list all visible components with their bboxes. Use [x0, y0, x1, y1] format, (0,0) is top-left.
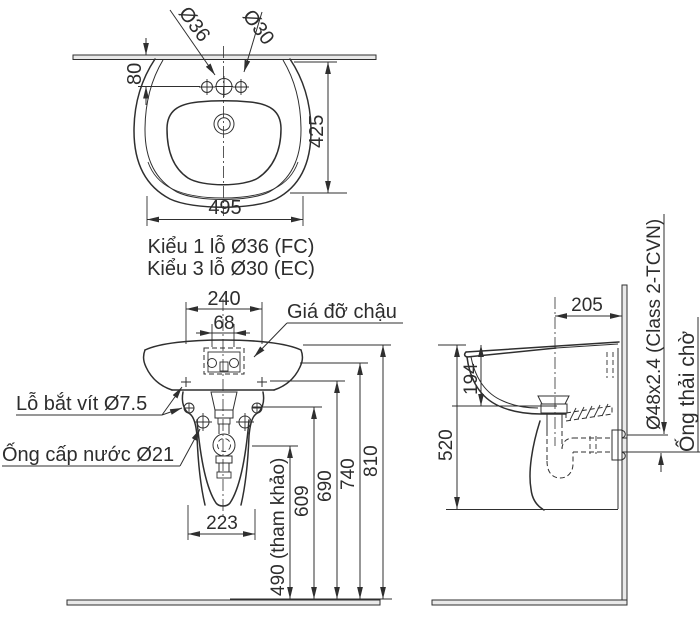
wall-bolt-marks [181, 377, 267, 387]
basin-front-outline [142, 339, 304, 391]
hole-label-30: Ø30 [238, 6, 278, 49]
label-screw-hole: Lỗ bắt vít Ø7.5 [16, 386, 183, 416]
leader-hole-30 [243, 11, 263, 73]
label-drain-spec-text: Ø48x2.4 (Class 2-TCVN) [644, 219, 665, 430]
waste-pipe-dimension: Ø48x2.4 (Class 2-TCVN) Ống thải chờ [627, 214, 700, 472]
mounting-bracket [203, 347, 245, 375]
dim-194: 194 [438, 344, 557, 407]
dim-223-text: 223 [206, 513, 238, 534]
dim-205-text: 205 [571, 295, 603, 316]
dim-520: 520 [436, 345, 460, 509]
side-view: 205 194 520 Ø48x2.4 (Class 2-TCVN) Ống t… [431, 214, 700, 606]
dim-609-text: 609 [292, 485, 313, 517]
dim-490-text: 490 (tham khảo) [268, 458, 289, 596]
leader-hole-36 [169, 9, 216, 76]
supply-holes [194, 413, 254, 431]
dim-520-text: 520 [436, 429, 457, 461]
drain-trap-side [537, 395, 627, 479]
front-view: 240 68 [2, 288, 403, 606]
label-supply-text: Ống cấp nước Ø21 [2, 442, 174, 466]
basin-inner-rim [144, 59, 302, 200]
dim-495: 495 [146, 196, 304, 226]
floor-line-front [66, 599, 381, 606]
dim-425: 425 [290, 61, 347, 194]
basin-outline [133, 58, 312, 208]
drain-hole-inner [217, 117, 231, 131]
caption-line-2: Kiểu 3 lỗ Ø30 (EC) [147, 257, 315, 280]
dim-194-text: 194 [461, 363, 482, 395]
dim-205: 205 [555, 295, 622, 319]
label-bracket-text: Giá đỡ chậu [287, 301, 397, 323]
bowl-outline [166, 100, 282, 186]
dim-690-text: 690 [315, 470, 336, 502]
faucet-holes [199, 76, 249, 97]
dim-240: 240 [185, 288, 263, 344]
dim-740-text: 740 [338, 458, 359, 490]
dim-80: 80 [124, 38, 149, 105]
label-waste-pipe-text: Ống thải chờ [675, 331, 699, 452]
dim-495-text: 495 [208, 197, 241, 219]
wall-line-side [621, 284, 628, 601]
label-bracket: Giá đỡ chậu [253, 301, 403, 358]
dim-68: 68 [196, 313, 250, 347]
drain-hole-outer [213, 113, 235, 135]
label-screw-text: Lỗ bắt vít Ø7.5 [16, 392, 147, 415]
dim-240-text: 240 [207, 288, 240, 310]
drain-trap-front [210, 391, 238, 479]
dim-223: 223 [187, 505, 256, 540]
floor-line-side [431, 599, 628, 606]
pedestal-side [446, 348, 619, 511]
top-view: Ø36 Ø30 80 425 495 Kiểu 1 lỗ Ø36 (FC) Ki… [72, 3, 377, 280]
dim-68-text: 68 [213, 313, 234, 334]
dim-810-text: 810 [361, 445, 382, 477]
wall-counter-line [72, 54, 377, 60]
height-dimensions: 490 (tham khảo) 609 690 740 810 [230, 344, 392, 600]
caption-line-1: Kiểu 1 lỗ Ø36 (FC) [148, 235, 315, 258]
dim-80-text: 80 [124, 63, 146, 85]
basin-rim-bottom-line [147, 161, 299, 199]
label-supply-pipe: Ống cấp nước Ø21 [2, 428, 201, 467]
dim-425-text: 425 [306, 115, 328, 148]
